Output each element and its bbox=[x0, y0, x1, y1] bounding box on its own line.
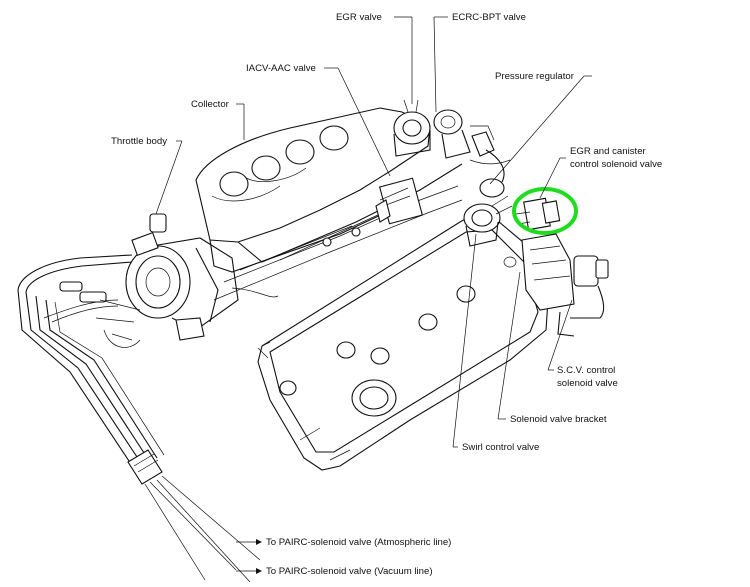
label-ecrc-bpt-valve: ECRC-BPT valve bbox=[452, 12, 526, 23]
egr-valve-drawing bbox=[393, 99, 431, 157]
label-egr-valve: EGR valve bbox=[336, 12, 382, 23]
label-scv-line1: S.C.V. control bbox=[557, 365, 615, 376]
rocker-cover-drawing bbox=[257, 213, 549, 471]
label-scv-line2: solenoid valve bbox=[557, 378, 618, 389]
pressure-regulator-drawing bbox=[469, 131, 511, 198]
label-throttle-body: Throttle body bbox=[111, 136, 167, 147]
label-collector: Collector bbox=[191, 99, 230, 110]
arrow-icon bbox=[256, 539, 262, 545]
arrow-icon bbox=[256, 568, 262, 574]
throttle-body-drawing bbox=[95, 213, 239, 348]
label-egr-canister-line2: control solenoid valve bbox=[570, 159, 662, 170]
leader-lines bbox=[155, 16, 592, 574]
label-pairc-vacuum: To PAIRC-solenoid valve (Vacuum line) bbox=[266, 566, 433, 577]
scv-solenoid-drawing bbox=[521, 233, 609, 337]
label-swirl-control-valve: Swirl control valve bbox=[462, 442, 539, 453]
iacv-aac-valve-drawing bbox=[375, 177, 424, 225]
hose-clamp bbox=[79, 291, 107, 303]
highlight-circle bbox=[512, 187, 578, 235]
vacuum-hose-bundle bbox=[17, 254, 261, 583]
label-solenoid-valve-bracket: Solenoid valve bracket bbox=[510, 414, 607, 425]
hose-connector bbox=[127, 449, 163, 485]
ecrc-bpt-valve-drawing bbox=[433, 109, 495, 159]
label-pairc-atmospheric: To PAIRC-solenoid valve (Atmospheric lin… bbox=[266, 537, 451, 548]
collector-drawing bbox=[195, 107, 463, 301]
swirl-control-valve-drawing bbox=[463, 195, 513, 247]
label-egr-canister-line1: EGR and canister bbox=[570, 146, 647, 157]
label-iacv-aac-valve: IACV-AAC valve bbox=[246, 63, 316, 74]
egr-canister-solenoid-drawing bbox=[515, 197, 561, 231]
hose-clamp bbox=[59, 281, 83, 292]
label-pressure-regulator: Pressure regulator bbox=[495, 71, 575, 82]
